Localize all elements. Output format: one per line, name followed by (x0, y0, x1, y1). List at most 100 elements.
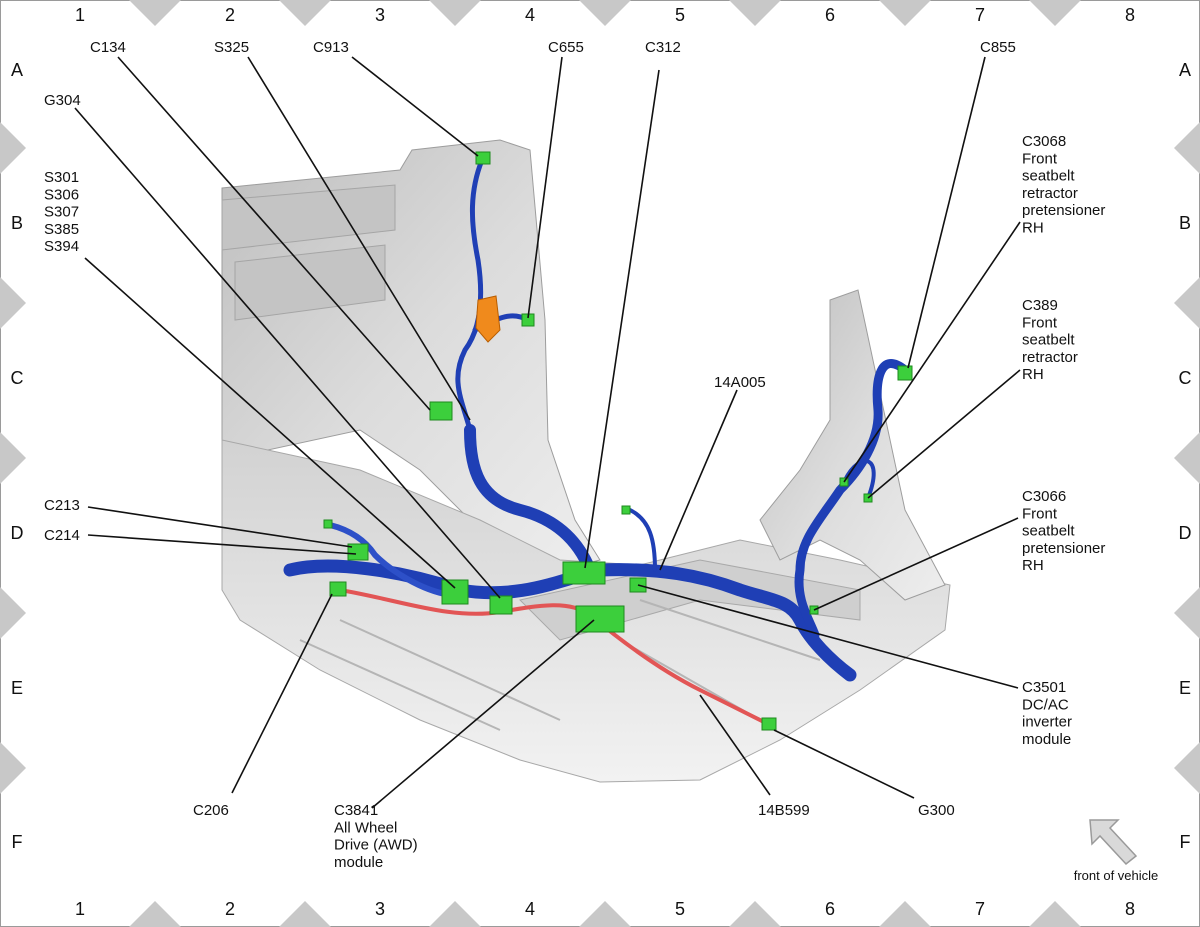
front-of-vehicle-label: front of vehicle (1074, 868, 1159, 883)
leader-line-h14a005 (659, 389, 738, 571)
callout-c3068-line: retractor (1022, 185, 1078, 202)
marker-bottom-1 (129, 901, 181, 927)
callout-c3066-line: RH (1022, 557, 1044, 574)
leader-line-c3066 (813, 517, 1019, 611)
harness-pillar-run (464, 424, 596, 576)
leader-line-c312 (584, 69, 660, 569)
callout-c214: C214 (44, 527, 80, 544)
callout-c3841-line: Drive (AWD) (334, 837, 418, 854)
callout-c855-line: C855 (980, 39, 1016, 56)
grid-col-3-top: 3 (375, 5, 385, 25)
leader-line-c3068 (843, 221, 1021, 483)
callout-c3501-line: inverter (1022, 714, 1072, 731)
callout-c3068-line: pretensioner (1022, 202, 1105, 219)
callout-c213-line: C213 (44, 497, 80, 514)
grid-row-E-left: E (11, 678, 23, 698)
callout-h14b599-line: 14B599 (758, 802, 810, 819)
marker-right-4 (1174, 587, 1200, 639)
marker-top-5 (729, 0, 781, 26)
callout-g304-line: G304 (44, 92, 81, 109)
connector-g300 (761, 717, 777, 731)
leader-line-splices (84, 257, 456, 589)
callout-c655-line: C655 (548, 39, 584, 56)
callout-c3066-line: Front (1022, 505, 1058, 522)
marker-right-2 (1174, 277, 1200, 329)
leader-line-c206 (231, 593, 333, 794)
marker-right-5 (1174, 742, 1200, 794)
leader-line-c3501 (637, 584, 1019, 689)
harness-main-trunk (283, 559, 857, 682)
callout-c206-line: C206 (193, 802, 229, 819)
leader-lines (74, 56, 1021, 809)
callout-s325-line: S325 (214, 39, 249, 56)
connector-c213 (347, 543, 369, 561)
marker-left-5 (0, 742, 26, 794)
grid-col-8-top: 8 (1125, 5, 1135, 25)
callout-h14a005-line: 14A005 (714, 374, 766, 391)
marker-top-3 (429, 0, 481, 26)
callout-c3066-line: C3066 (1022, 488, 1066, 505)
callout-c3068-line: seatbelt (1022, 168, 1075, 185)
marker-top-1 (129, 0, 181, 26)
callout-c655: C655 (548, 39, 584, 56)
front-of-vehicle-indicator: front of vehicle (1074, 819, 1159, 883)
grid-row-D-right: D (1179, 523, 1192, 543)
callout-c3841-line: All Wheel (334, 819, 397, 836)
callout-c389-line: retractor (1022, 349, 1078, 366)
grid-col-6-top: 6 (825, 5, 835, 25)
harness-right-pillar (794, 359, 910, 640)
grid-col-2-top: 2 (225, 5, 235, 25)
marker-bottom-5 (729, 901, 781, 927)
grid-row-C-left: C (11, 368, 24, 388)
callout-c206: C206 (193, 802, 229, 819)
grid-row-C-right: C (1179, 368, 1192, 388)
connector-s-splices (441, 579, 469, 605)
marker-top-4 (579, 0, 631, 26)
leader-line-g300 (773, 729, 915, 799)
grid-col-8-bottom: 8 (1125, 899, 1135, 919)
marker-top-7 (1029, 0, 1081, 26)
grid-col-4-top: 4 (525, 5, 535, 25)
callout-g300: G300 (918, 802, 955, 819)
grid-row-B-left: B (11, 213, 23, 233)
leader-line-c913 (351, 56, 479, 157)
callout-splices-line: S306 (44, 186, 79, 203)
connector-c312 (562, 561, 606, 585)
callout-c3066-line: seatbelt (1022, 523, 1075, 540)
grid-row-F-right: F (1180, 832, 1191, 852)
leader-line-c214 (87, 534, 357, 555)
callout-c312-line: C312 (645, 39, 681, 56)
marker-bottom-2 (279, 901, 331, 927)
grid-col-3-bottom: 3 (375, 899, 385, 919)
callout-c213: C213 (44, 497, 80, 514)
connector-orange (475, 295, 501, 343)
grid-col-7-top: 7 (975, 5, 985, 25)
callout-c134: C134 (90, 39, 126, 56)
leader-line-c655 (527, 56, 563, 319)
connector-c206 (329, 581, 347, 597)
marker-bottom-7 (1029, 901, 1081, 927)
callout-splices-line: S307 (44, 204, 79, 221)
connector-left-stub (323, 519, 333, 529)
callout-c3066-line: pretensioner (1022, 540, 1105, 557)
callout-h14b599: 14B599 (758, 802, 810, 819)
connector-mid (489, 595, 513, 615)
marker-right-3 (1174, 432, 1200, 484)
callout-c3501-line: module (1022, 731, 1071, 748)
callout-g300-line: G300 (918, 802, 955, 819)
grid-row-E-right: E (1179, 678, 1191, 698)
vehicle-body (221, 139, 951, 783)
marker-bottom-4 (579, 901, 631, 927)
connectors (323, 151, 913, 731)
front-arrow-icon (1089, 819, 1138, 866)
